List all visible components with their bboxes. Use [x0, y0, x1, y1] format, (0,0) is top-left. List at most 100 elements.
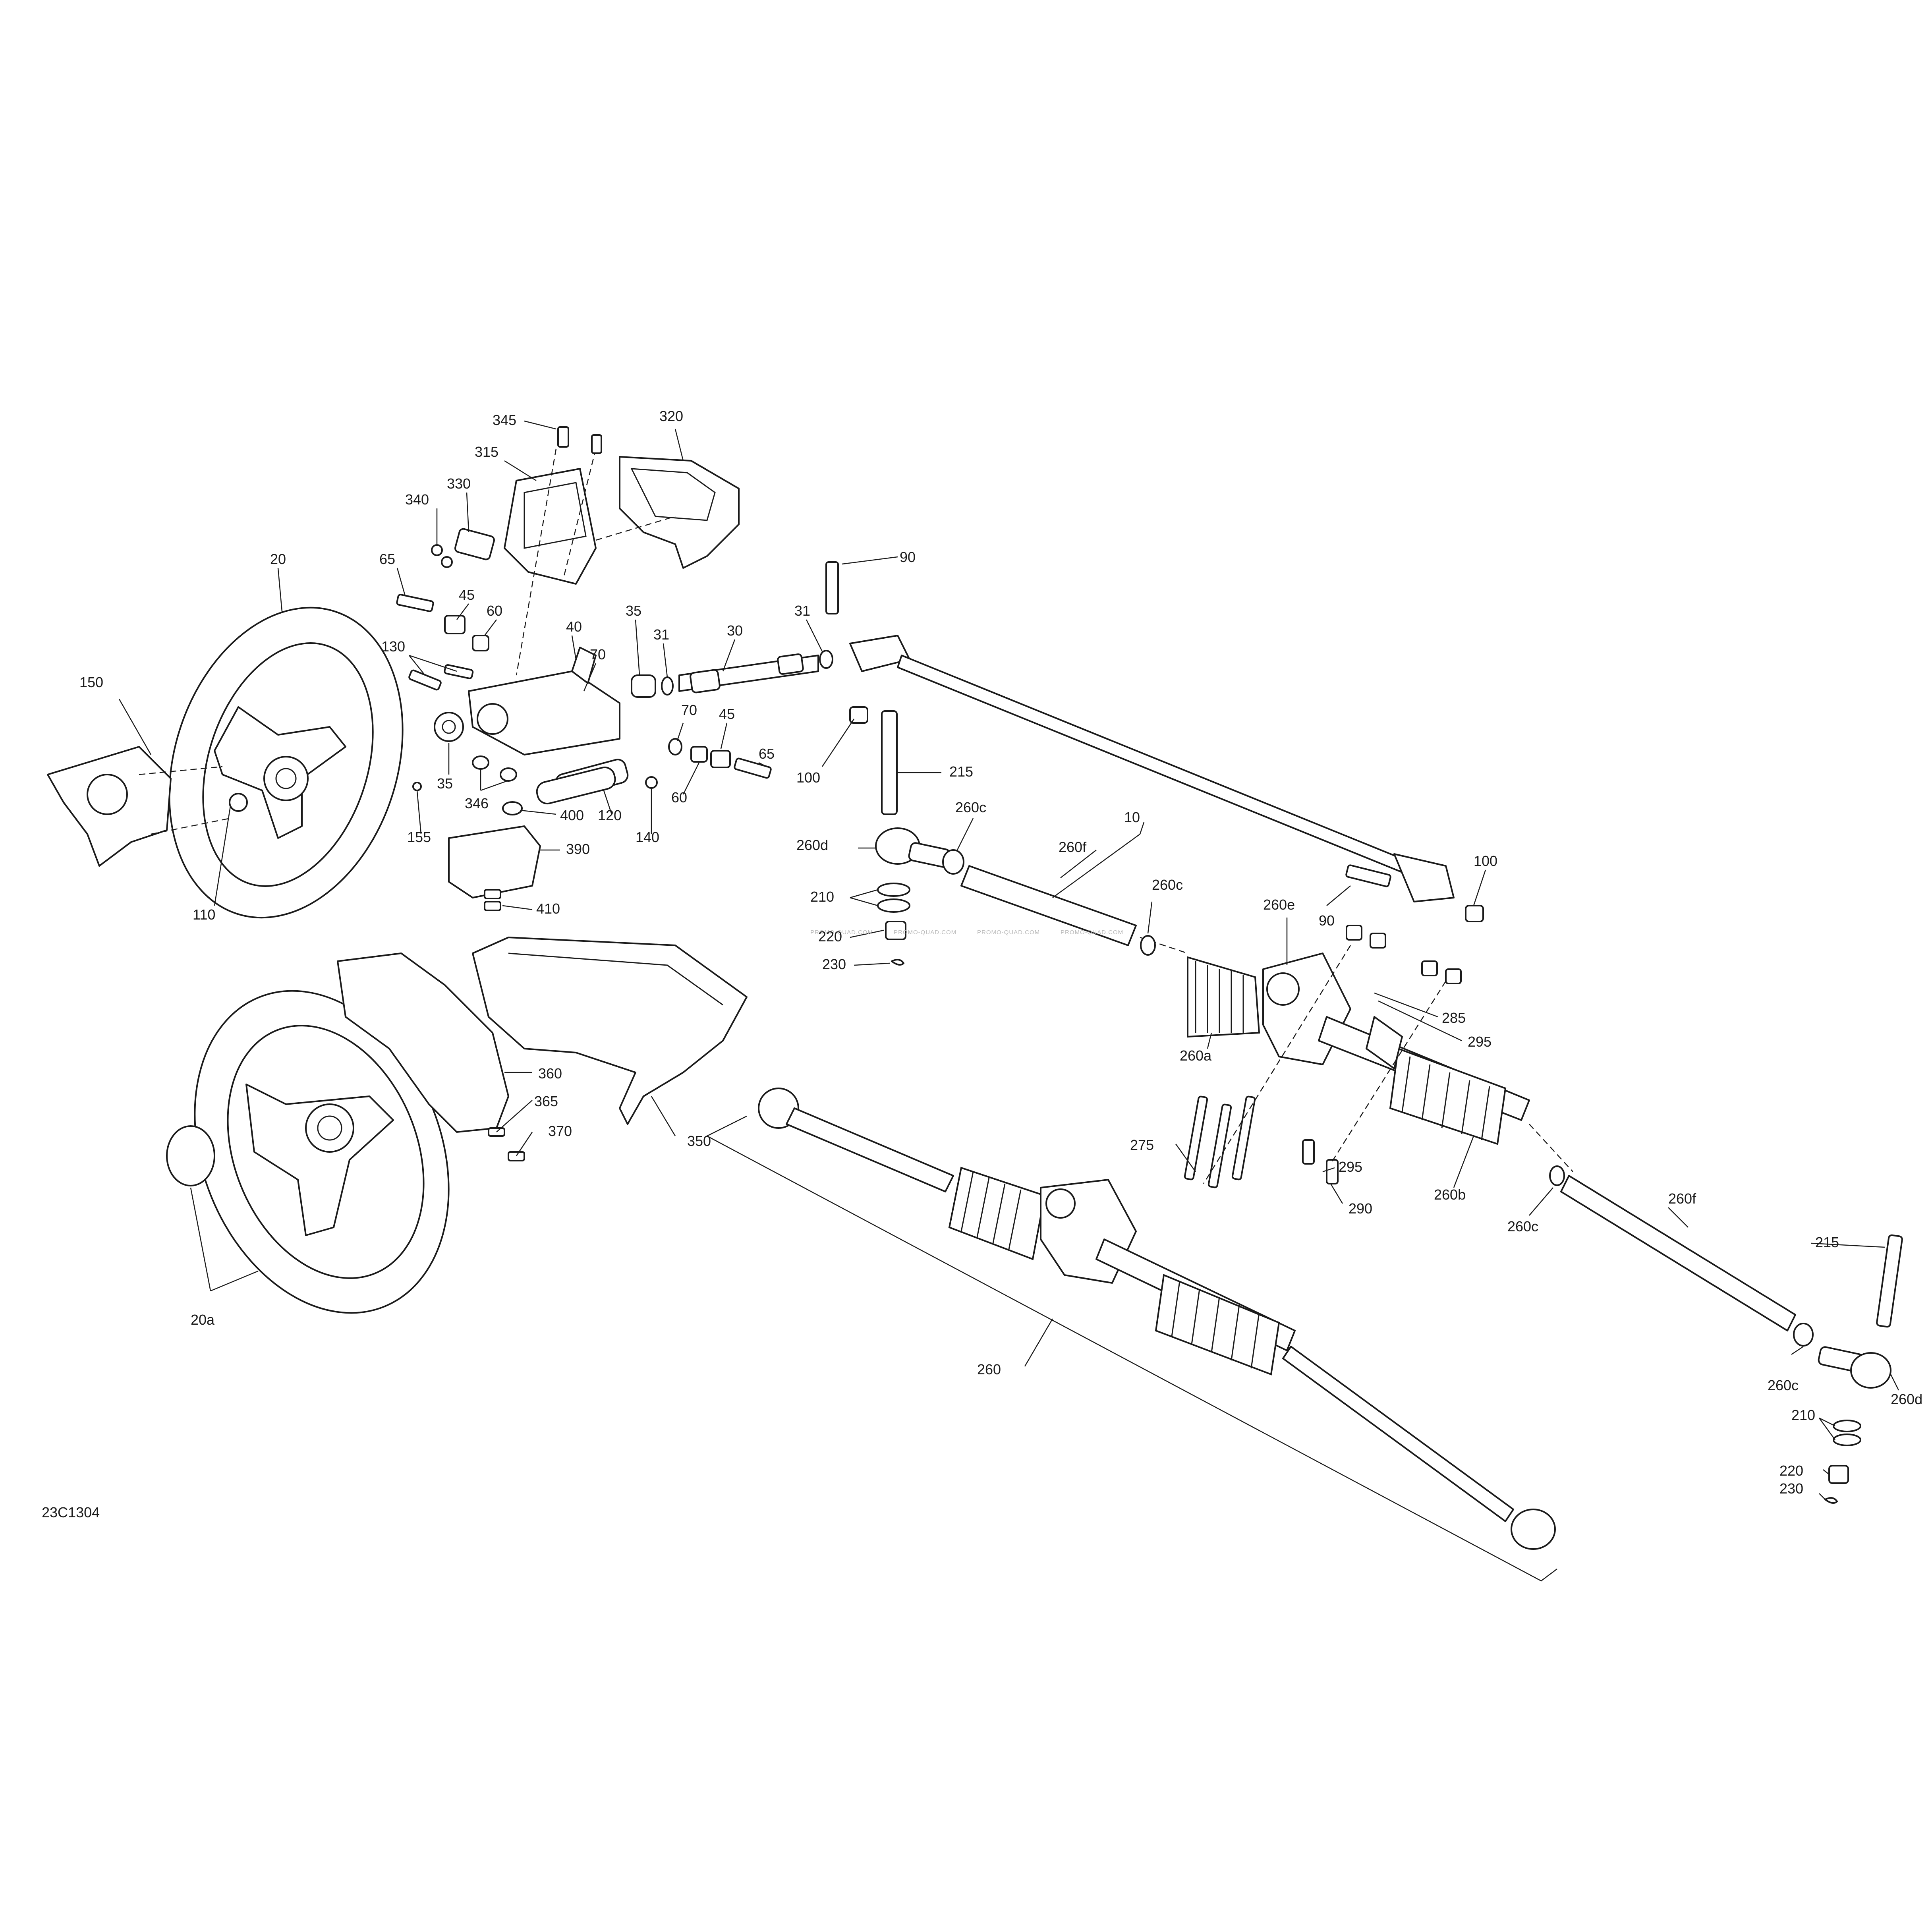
callout-labels: 345 320 315 340 330 90 65 45 60 20 35 31…	[79, 408, 1922, 1497]
nut-140	[645, 776, 658, 789]
spacer-60	[472, 635, 489, 651]
callout-label: 65	[379, 551, 395, 567]
callout-label: 290	[1349, 1200, 1372, 1217]
callout-label: 100	[1474, 853, 1497, 869]
callout-label: 90	[1319, 912, 1335, 929]
nut-285	[1370, 933, 1386, 949]
washer-210	[877, 883, 910, 897]
screw-340	[431, 544, 443, 556]
callout-label: 346	[465, 795, 489, 811]
callout-label: 40	[566, 618, 582, 635]
washer-210	[877, 898, 910, 913]
callout-label: 35	[626, 603, 641, 619]
callout-label: 45	[719, 706, 735, 722]
spacer-45	[444, 615, 466, 634]
ring-31	[661, 676, 674, 696]
callout-label: 260c	[1768, 1377, 1799, 1393]
screw-340	[441, 556, 453, 568]
callout-label: 130	[381, 638, 405, 655]
rack-assembly-260	[758, 1088, 1556, 1550]
assembly-line	[595, 516, 676, 541]
nut-285	[1421, 960, 1438, 976]
callout-label: 400	[560, 807, 584, 823]
callout-label: 35	[437, 775, 453, 792]
bolt-275	[1208, 1103, 1232, 1188]
assembly-line	[1203, 945, 1351, 1184]
assembly-line	[516, 448, 557, 676]
callout-label: 110	[193, 906, 215, 923]
nut-220	[885, 921, 906, 940]
steering-shaft-30	[678, 653, 819, 694]
callout-label: 345	[493, 412, 516, 428]
steering-column-bracket	[434, 647, 629, 798]
callout-label: 150	[79, 674, 103, 690]
watermark: PROMO-QUAD.COM	[1061, 929, 1123, 936]
callout-label: 60	[487, 603, 502, 619]
bolt-90	[1345, 864, 1391, 887]
assembly-line	[563, 448, 597, 576]
bolt-130	[408, 669, 442, 691]
nut-100	[849, 706, 868, 724]
tilt-cylinder-120	[536, 766, 616, 805]
assembly-line	[151, 817, 231, 835]
callout-label: 260	[977, 1361, 1001, 1378]
assembly-line	[1330, 981, 1447, 1164]
callout-label: 155	[407, 829, 431, 845]
jam-nut-260c	[1140, 935, 1156, 956]
callout-label: 10	[1124, 809, 1140, 825]
callout-label: 210	[1791, 1407, 1815, 1423]
callout-label: 220	[1779, 1463, 1803, 1479]
callout-label: 410	[536, 900, 560, 917]
bolt-290	[1326, 1159, 1339, 1184]
screw-345	[591, 434, 602, 454]
tie-rod-end-260d	[875, 827, 951, 868]
watermark: PROMO-QUAD.COM	[977, 929, 1040, 936]
callout-label: 70	[590, 646, 606, 663]
dash-cover-350	[472, 937, 748, 1125]
cotter-pin-230	[891, 959, 904, 966]
nut-346	[472, 755, 489, 770]
assembly-line	[1529, 1124, 1573, 1172]
bracket-330	[454, 528, 495, 560]
washer-210	[1833, 1434, 1861, 1446]
callout-label: 260c	[955, 799, 986, 815]
callout-label: 31	[653, 626, 669, 643]
tie-rod-260f	[960, 865, 1137, 946]
callout-label: 60	[671, 789, 687, 806]
callout-label: 210	[810, 889, 834, 905]
nut-285	[1445, 968, 1462, 984]
clip-400	[502, 801, 523, 815]
ring-31	[819, 650, 833, 669]
bolt-215	[1876, 1234, 1903, 1328]
nut-155	[412, 782, 422, 791]
callout-label: 315	[475, 444, 498, 460]
center-cap-20a	[166, 1125, 215, 1186]
callout-label: 140	[636, 829, 659, 845]
callout-label: 30	[727, 622, 743, 639]
jam-nut-260c	[1549, 1165, 1565, 1186]
cotter-pin-230	[1824, 1497, 1838, 1504]
rack-housing-exploded	[1187, 952, 1530, 1145]
bolt-215	[881, 710, 898, 815]
bolt-290	[1302, 1139, 1315, 1165]
gauge-support-part	[504, 468, 597, 585]
callout-label: 275	[1130, 1137, 1154, 1153]
callout-label: 370	[548, 1123, 572, 1139]
bolt-275	[1231, 1095, 1256, 1180]
assembly-bracket-line	[706, 1115, 1557, 1582]
steering-wheel-part	[168, 607, 404, 919]
callout-label: 260c	[1507, 1218, 1538, 1235]
callout-label: 260f	[1059, 839, 1087, 855]
jam-nut-260c	[1793, 1323, 1814, 1347]
tie-rod-260f	[1560, 1175, 1796, 1331]
watermark: PROMO-QUAD.COM	[894, 929, 956, 936]
cover-390	[448, 825, 541, 898]
jam-nut-260c	[942, 849, 964, 875]
nut-100	[1465, 905, 1484, 922]
bolt-65	[396, 594, 434, 612]
callout-label: 45	[459, 587, 475, 603]
callout-label: 350	[687, 1133, 711, 1149]
washer-70	[668, 738, 682, 755]
callout-label: 295	[1339, 1159, 1362, 1175]
callout-label: 260d	[1891, 1391, 1922, 1407]
